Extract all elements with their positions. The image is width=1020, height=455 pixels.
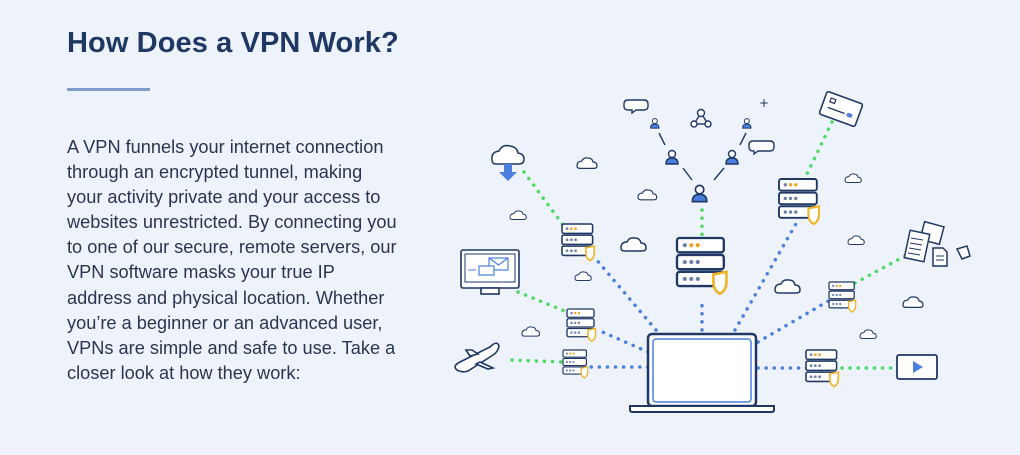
server-icon <box>828 281 857 313</box>
cloud-icon <box>902 296 924 308</box>
cloud-icon <box>509 210 527 220</box>
chat-bubble-icon <box>623 99 649 115</box>
credit-card-icon <box>818 90 864 128</box>
encrypted-tunnels <box>588 220 832 370</box>
cloud-icon <box>576 157 598 169</box>
cloud-icon <box>774 279 801 294</box>
server-icon <box>561 223 596 262</box>
share-icon <box>690 108 712 128</box>
server-icon <box>675 236 728 296</box>
documents-icon <box>903 220 971 267</box>
cloud-icon <box>637 189 658 201</box>
cloud-icon <box>847 235 865 245</box>
page-title: How Does a VPN Work? <box>67 27 399 59</box>
cloud-download-icon <box>491 144 525 181</box>
cloud-icon <box>844 173 862 183</box>
cloud-icon <box>521 326 541 337</box>
server-icon <box>777 177 820 226</box>
email-monitor-icon <box>460 249 520 295</box>
cloud-icon <box>574 271 592 281</box>
laptop-icon <box>629 332 775 413</box>
airplane-icon <box>454 342 500 373</box>
video-player-icon <box>896 354 938 380</box>
server-icon <box>566 308 597 342</box>
plus-icon: + <box>759 96 769 110</box>
user-network-icon <box>658 132 747 181</box>
server-icon <box>805 349 840 388</box>
server-icon <box>562 349 589 379</box>
cloud-icon <box>859 329 877 339</box>
vpn-illustration: + <box>454 90 971 413</box>
description-paragraph: A VPN funnels your internet connection t… <box>67 137 397 383</box>
chat-bubble-icon <box>748 140 775 156</box>
service-links <box>510 120 907 370</box>
title-underline <box>67 88 150 91</box>
cloud-icon <box>620 237 647 252</box>
